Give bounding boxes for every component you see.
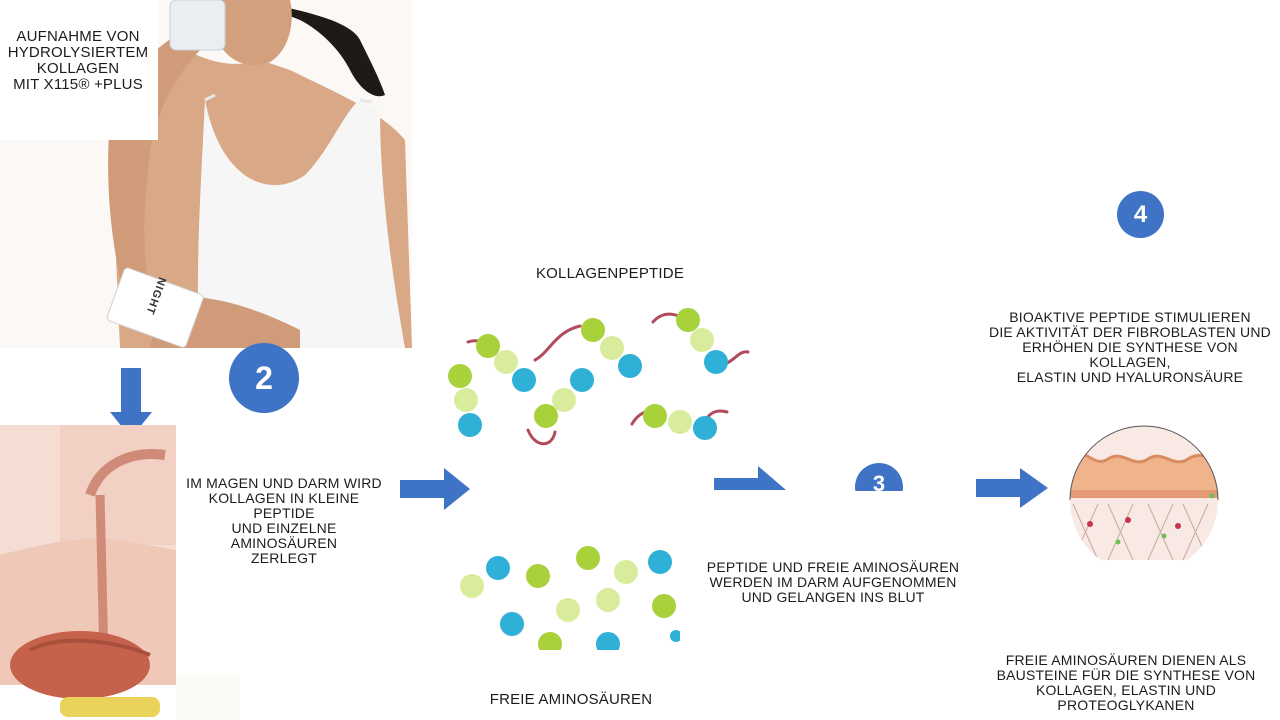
free-amino-acids-illustration — [460, 546, 680, 650]
right-arrow-icon-3 — [976, 468, 1048, 508]
step1-line-4: MIT X115® +PLUS — [13, 76, 143, 93]
digestive-system-illustration — [0, 425, 240, 720]
step2-line-2: KOLLAGEN IN KLEINE — [208, 490, 360, 506]
step4-line-1: BIOAKTIVE PEPTIDE STIMULIEREN — [1009, 309, 1251, 325]
step2-line-3: PEPTIDE — [253, 505, 315, 521]
step-badge-2: 2 — [229, 343, 299, 413]
step2-label: IM MAGEN UND DARM WIRD KOLLAGEN IN KLEIN… — [170, 476, 398, 566]
step-badge-3: 3 — [855, 463, 903, 491]
right-arrow-icon-1 — [400, 468, 470, 510]
step4-line-3: ERHÖHEN DIE SYNTHESE VON KOLLAGEN, — [1022, 339, 1238, 370]
step5-line-1: FREIE AMINOSÄUREN DIENEN ALS — [1005, 652, 1247, 668]
step5-line-2: BAUSTEINE FÜR DIE SYNTHESE VON — [996, 667, 1256, 683]
step-badge-3-wrapper: 3 — [855, 460, 903, 491]
step4-line-2: DIE AKTIVITÄT DER FIBROBLASTEN UND — [989, 324, 1271, 340]
step3-line-2: WERDEN IM DARM AUFGENOMMEN — [709, 574, 957, 590]
step3-line-3: UND GELANGEN INS BLUT — [741, 589, 925, 605]
step5-line-4: PROTEOGLYKANEN — [1057, 697, 1195, 713]
collagen-peptides-illustration — [448, 308, 750, 446]
right-arrow-icon-2 — [714, 466, 786, 490]
step3-label: PEPTIDE UND FREIE AMINOSÄUREN WERDEN IM … — [692, 560, 974, 605]
step1-line-2: HYDROLYSIERTEM — [7, 44, 149, 61]
step5-label: FREIE AMINOSÄUREN DIENEN ALS BAUSTEINE F… — [996, 653, 1256, 713]
step3-line-1: PEPTIDE UND FREIE AMINOSÄUREN — [706, 559, 960, 575]
step4-label: BIOAKTIVE PEPTIDE STIMULIEREN DIE AKTIVI… — [980, 310, 1280, 385]
peptides-title: KOLLAGENPEPTIDE — [535, 265, 685, 282]
step5-line-3: KOLLAGEN, ELASTIN UND — [1035, 682, 1217, 698]
aminoacids-title: FREIE AMINOSÄUREN — [489, 691, 653, 708]
step2-line-1: IM MAGEN UND DARM WIRD — [186, 475, 382, 491]
step2-line-4: UND EINZELNE — [231, 520, 337, 536]
step1-line-3: KOLLAGEN — [36, 60, 120, 77]
step2-line-5: AMINOSÄUREN — [230, 535, 338, 551]
step1-label: AUFNAHME VON HYDROLYSIERTEM KOLLAGEN MIT… — [0, 29, 156, 93]
step1-line-1: AUFNAHME VON — [16, 28, 140, 45]
skin-cross-section-illustration — [1069, 425, 1219, 564]
step2-line-6: ZERLEGT — [251, 550, 317, 566]
woman-drinking-illustration — [0, 0, 412, 348]
step-badge-4: 4 — [1117, 191, 1164, 238]
step4-line-4: ELASTIN UND HYALURONSÄURE — [1016, 369, 1244, 385]
